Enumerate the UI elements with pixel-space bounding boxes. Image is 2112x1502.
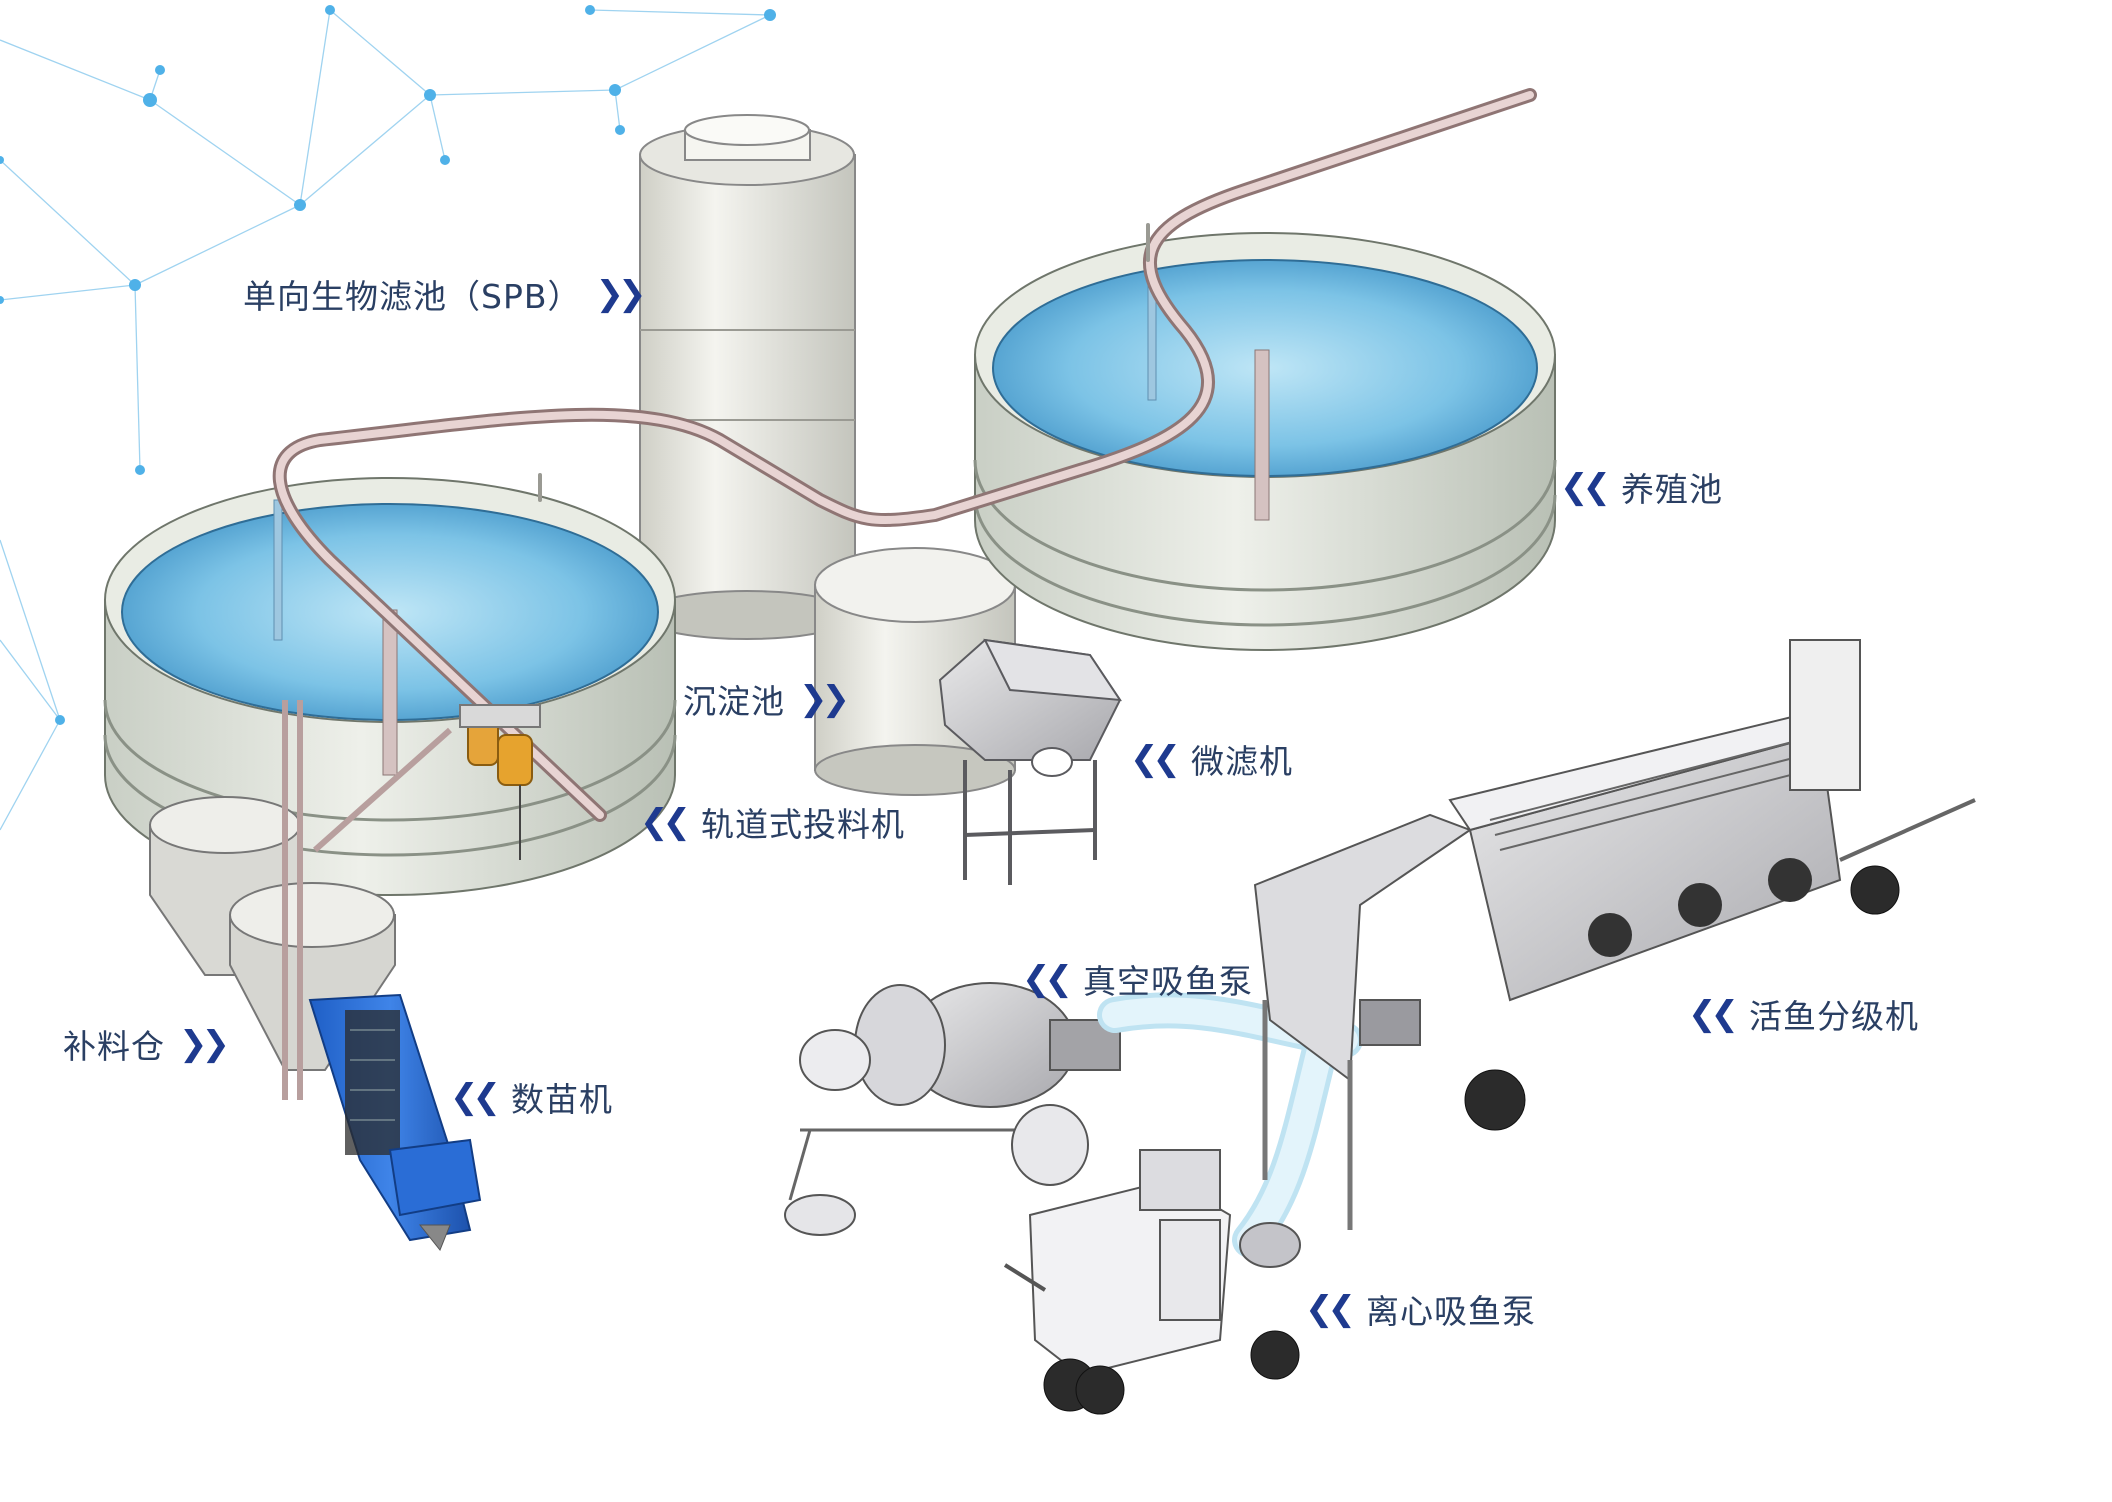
label-centrifugal-pump-text: 离心吸鱼泵 (1365, 1292, 1536, 1331)
network-node (440, 155, 450, 165)
label-fish-grader-text: 活鱼分级机 (1748, 997, 1919, 1036)
network-node (0, 296, 4, 304)
network-node (129, 279, 141, 291)
arrow-left-icon: ❮❮ (1305, 1289, 1356, 1329)
label-rail-feeder-text: 轨道式投料机 (700, 805, 905, 844)
centrifugal-fish-pump (1003, 1149, 1301, 1415)
arrow-left-icon: ❮❮ (1688, 994, 1739, 1034)
arrow-right-icon: ❯❯ (799, 679, 850, 719)
network-node (135, 465, 145, 475)
network-node (585, 5, 595, 15)
label-micro-filter: ❮❮ 微滤机 (1130, 735, 1293, 783)
network-node (424, 89, 436, 101)
network-node (609, 84, 621, 96)
vacuum-fish-pump (784, 982, 1121, 1236)
network-decoration (0, 9, 771, 831)
network-node (325, 5, 335, 15)
network-node (55, 715, 65, 725)
label-fry-counter: ❮❮ 数苗机 (450, 1073, 613, 1121)
arrow-right-icon: ❯❯ (179, 1024, 230, 1064)
label-fish-grader: ❮❮ 活鱼分级机 (1688, 990, 1919, 1038)
label-sedimentation-text: 沉淀池 (683, 682, 785, 721)
label-vacuum-pump: ❮❮ 真空吸鱼泵 (1022, 955, 1253, 1003)
label-centrifugal-pump: ❮❮ 离心吸鱼泵 (1305, 1285, 1536, 1333)
network-node (294, 199, 306, 211)
fish-grader-machine (1253, 639, 1976, 1230)
arrow-right-icon: ❯❯ (595, 274, 647, 314)
rail-feeder-track (272, 88, 1537, 822)
label-sedimentation: 沉淀池 ❯❯ (683, 675, 850, 723)
network-node (155, 65, 165, 75)
arrow-left-icon: ❮❮ (1560, 467, 1611, 507)
label-fry-counter-text: 数苗机 (510, 1080, 613, 1119)
network-node (615, 125, 625, 135)
label-spb: 单向生物滤池（SPB） ❯❯ (243, 270, 647, 318)
fry-counter-machine (308, 993, 482, 1251)
label-vacuum-pump-text: 真空吸鱼泵 (1082, 962, 1253, 1001)
label-supply-bin-text: 补料仓 (63, 1027, 165, 1066)
arrow-left-icon: ❮❮ (640, 802, 691, 842)
spb-biofilter-tower (639, 114, 856, 640)
micro-filter (938, 638, 1122, 885)
network-nodes (0, 5, 776, 725)
label-rail-feeder: ❮❮ 轨道式投料机 (640, 798, 905, 846)
label-culture-pond: ❮❮ 养殖池 (1560, 463, 1723, 511)
label-culture-pond-text: 养殖池 (1620, 470, 1723, 509)
arrow-left-icon: ❮❮ (450, 1077, 501, 1117)
culture-pond-right (973, 232, 1557, 651)
network-node (764, 9, 776, 21)
arrow-left-icon: ❮❮ (1130, 739, 1181, 779)
arrow-left-icon: ❮❮ (1022, 959, 1073, 999)
label-supply-bin: 补料仓 ❯❯ (63, 1020, 230, 1068)
label-spb-text: 单向生物滤池（SPB） (243, 277, 582, 316)
network-node (143, 93, 157, 107)
feeder-units (459, 704, 541, 860)
supply-bins (149, 700, 452, 1100)
network-node (0, 156, 4, 164)
label-micro-filter-text: 微滤机 (1190, 742, 1293, 781)
